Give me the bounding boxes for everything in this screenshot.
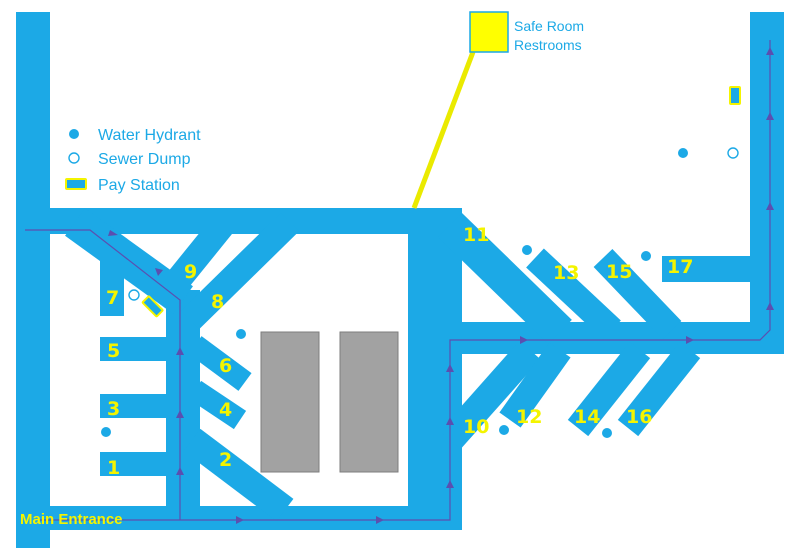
safe-room-box[interactable] — [469, 11, 509, 53]
site-label[interactable]: 16 — [626, 406, 652, 428]
pay-station-icon — [65, 178, 87, 190]
direction-arrow-icon — [446, 417, 454, 425]
spur-site-16[interactable] — [617, 341, 701, 437]
pad-site-1[interactable] — [100, 452, 170, 476]
site-label[interactable]: 3 — [107, 398, 120, 420]
roads — [16, 12, 784, 548]
building-left — [260, 331, 320, 473]
safe-room-connector — [411, 51, 476, 209]
water-hydrant-icon[interactable] — [522, 245, 532, 255]
direction-arrow-icon — [766, 302, 774, 310]
spur-site-13[interactable] — [526, 248, 621, 340]
water-hydrant-icon[interactable] — [101, 427, 111, 437]
direction-arrow-icon — [766, 47, 774, 55]
water-hydrant-icon[interactable] — [602, 428, 612, 438]
spur-site-12[interactable] — [499, 342, 571, 428]
spur-site-9[interactable] — [159, 213, 236, 299]
site-label[interactable]: 10 — [463, 416, 489, 438]
site-label[interactable]: 2 — [219, 449, 232, 471]
direction-arrow-icon — [766, 202, 774, 210]
sewer-dump-icon[interactable] — [727, 147, 739, 159]
legend-water-hydrant: Water Hydrant — [98, 127, 201, 144]
pay-station-icon[interactable] — [729, 86, 741, 105]
site-label[interactable]: 12 — [516, 406, 542, 428]
pad-site-7-stub[interactable] — [100, 250, 124, 316]
utilities — [101, 86, 741, 438]
safe-room-label: Safe Room — [514, 18, 584, 34]
direction-arrow-icon — [176, 410, 184, 418]
direction-arrow-icon — [376, 516, 384, 524]
road-inner-vertical[interactable] — [166, 290, 200, 530]
road-upper-right[interactable] — [450, 322, 784, 354]
direction-arrows — [108, 47, 774, 524]
water-hydrant-icon[interactable] — [641, 251, 651, 261]
site-label[interactable]: 1 — [107, 457, 120, 479]
spur-site-6[interactable] — [188, 336, 252, 391]
water-hydrant-icon[interactable] — [499, 425, 509, 435]
sewer-dump-icon[interactable] — [128, 289, 140, 301]
spur-site-14[interactable] — [567, 341, 651, 437]
site-label[interactable]: 5 — [107, 340, 120, 362]
pad-site-5[interactable] — [100, 337, 170, 361]
site-label[interactable]: 14 — [574, 406, 600, 428]
spur-site-8[interactable] — [180, 212, 300, 330]
water-hydrant-icon[interactable] — [678, 148, 688, 158]
direction-arrow-icon — [446, 480, 454, 488]
spur-site-10[interactable] — [439, 340, 541, 450]
site-label[interactable]: 8 — [211, 291, 224, 313]
spur-site-2[interactable] — [183, 428, 294, 522]
direction-arrow-icon — [108, 230, 118, 236]
direction-arrow-icon — [176, 467, 184, 475]
road-middle-vertical[interactable] — [408, 208, 462, 530]
building-right — [339, 331, 399, 473]
direction-arrow-icon — [686, 336, 694, 344]
legend-sewer-dump: Sewer Dump — [98, 151, 191, 168]
water-hydrant-icon[interactable] — [236, 329, 246, 339]
legend: Water Hydrant Sewer Dump Pay Station — [65, 127, 201, 194]
road-far-right[interactable] — [750, 12, 784, 354]
pad-site-17[interactable] — [662, 256, 754, 282]
direction-arrow-icon — [766, 112, 774, 120]
site-label[interactable]: 11 — [463, 224, 489, 246]
spur-site-15[interactable] — [593, 249, 682, 339]
safe-room: Safe Room Restrooms — [411, 11, 584, 209]
pad-site-3[interactable] — [100, 394, 170, 418]
sewer-dump-icon — [68, 152, 80, 164]
restrooms-label: Restrooms — [514, 37, 582, 53]
direction-arrow-icon — [520, 336, 528, 344]
direction-arrow-icon — [155, 268, 163, 276]
main-entrance-label: Main Entrance — [20, 511, 123, 528]
direction-arrow-icon — [176, 347, 184, 355]
site-label[interactable]: 9 — [184, 261, 197, 283]
site-label[interactable]: 6 — [219, 355, 232, 377]
site-pads-left — [100, 250, 754, 476]
direction-arrow-icon — [446, 364, 454, 372]
site-label[interactable]: 13 — [553, 262, 579, 284]
direction-arrow-icon — [236, 516, 244, 524]
buildings — [260, 331, 399, 473]
site-labels: 1 2 3 4 5 6 7 8 9 10 11 12 13 14 15 16 1… — [106, 224, 693, 479]
site-label[interactable]: 7 — [106, 287, 119, 309]
road-left-vertical[interactable] — [16, 12, 50, 548]
pay-station-icon[interactable] — [141, 295, 164, 318]
spur-site-4[interactable] — [188, 380, 247, 430]
site-label[interactable]: 4 — [219, 399, 232, 421]
legend-pay-station: Pay Station — [98, 177, 180, 194]
water-hydrant-icon — [69, 129, 79, 139]
spur-site-11[interactable] — [438, 212, 572, 345]
site-label[interactable]: 15 — [606, 261, 632, 283]
site-label[interactable]: 17 — [667, 256, 693, 278]
